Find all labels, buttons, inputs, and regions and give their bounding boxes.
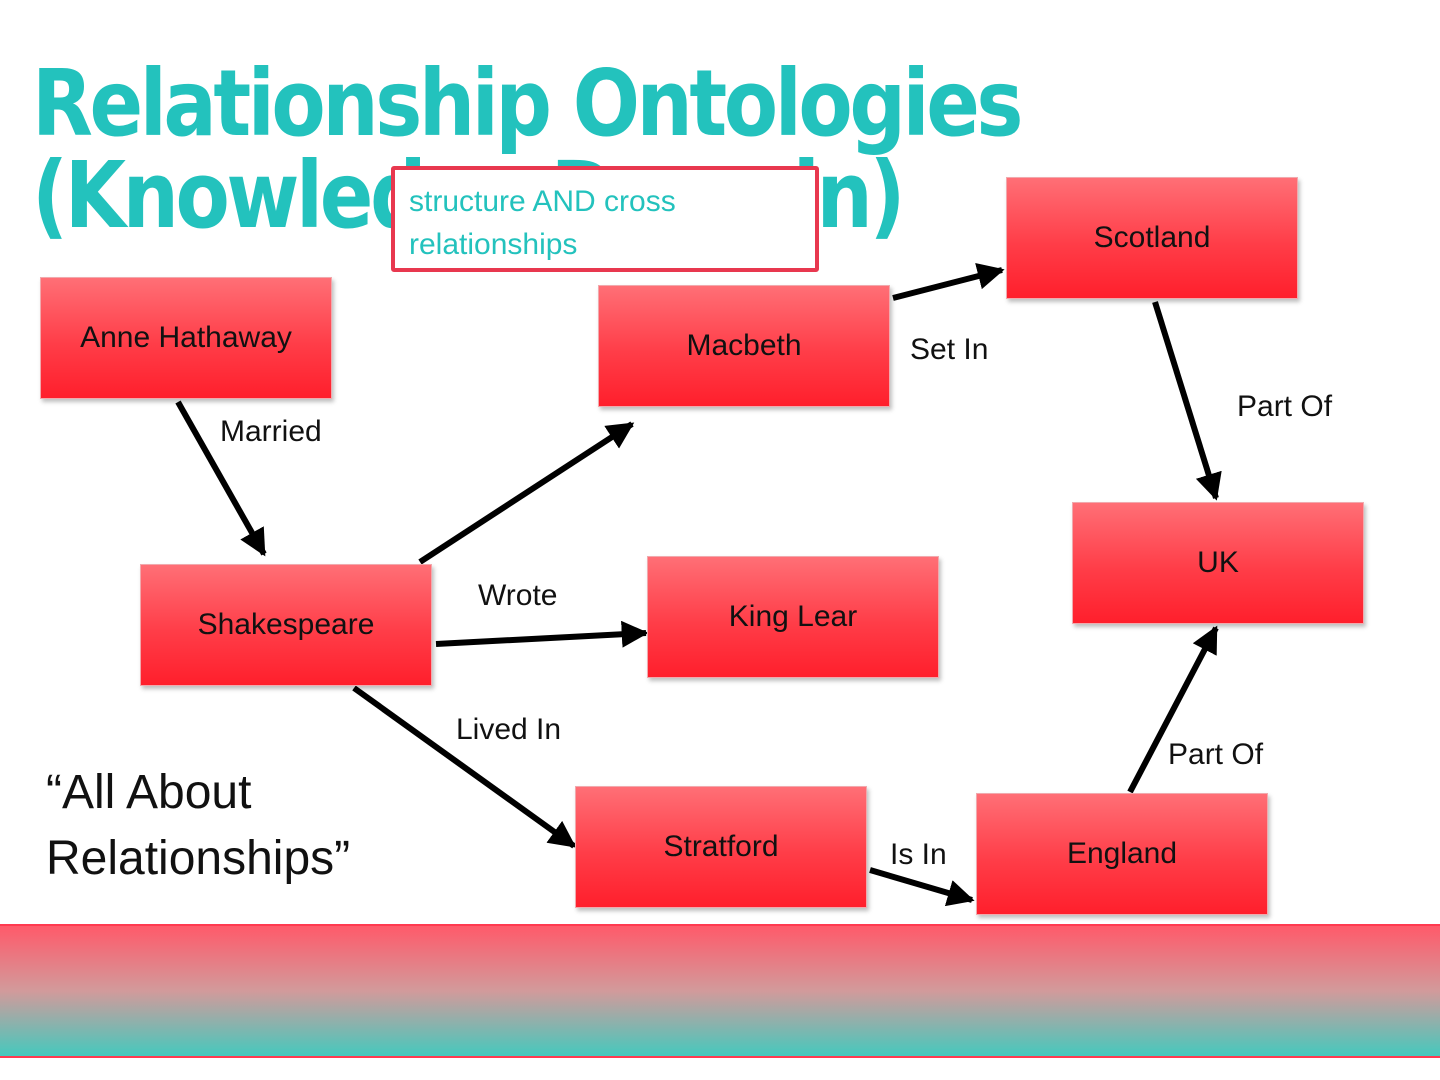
edge-label-part-of-england: Part Of [1168,738,1264,771]
arrow-married [175,400,267,557]
arrow-wrote-king-lear [435,620,649,648]
node-uk: UK [1072,502,1364,624]
node-stratford: Stratford [575,786,867,908]
edge-label-married: Married [220,415,322,448]
quote-text: “All About Relationships” [46,766,351,885]
edge-label-set-in: Set In [910,333,989,366]
arrow-england-part-of [1127,625,1219,794]
edge-label-wrote: Wrote [478,579,558,612]
node-king-lear: King Lear [647,556,939,678]
note-callout: structure AND cross relationships [391,166,819,272]
node-shakespeare: Shakespeare [140,564,432,686]
footer-gradient-band [0,924,1440,1058]
edge-label-lived-in: Lived In [456,713,562,746]
arrow-lived-in [352,685,577,849]
arrow-wrote-macbeth [418,421,635,565]
edge-label-is-in: Is In [890,838,947,871]
arrow-scotland-part-of [1152,301,1222,501]
node-scotland: Scotland [1006,177,1298,299]
node-england: England [976,793,1268,915]
arrow-is-in [869,867,975,907]
arrow-set-in [892,262,1005,301]
node-anne-hathaway: Anne Hathaway [40,277,332,399]
node-macbeth: Macbeth [598,285,890,407]
edge-label-part-of-scotland: Part Of [1237,390,1333,423]
note-text: structure AND cross relationships [409,185,676,261]
